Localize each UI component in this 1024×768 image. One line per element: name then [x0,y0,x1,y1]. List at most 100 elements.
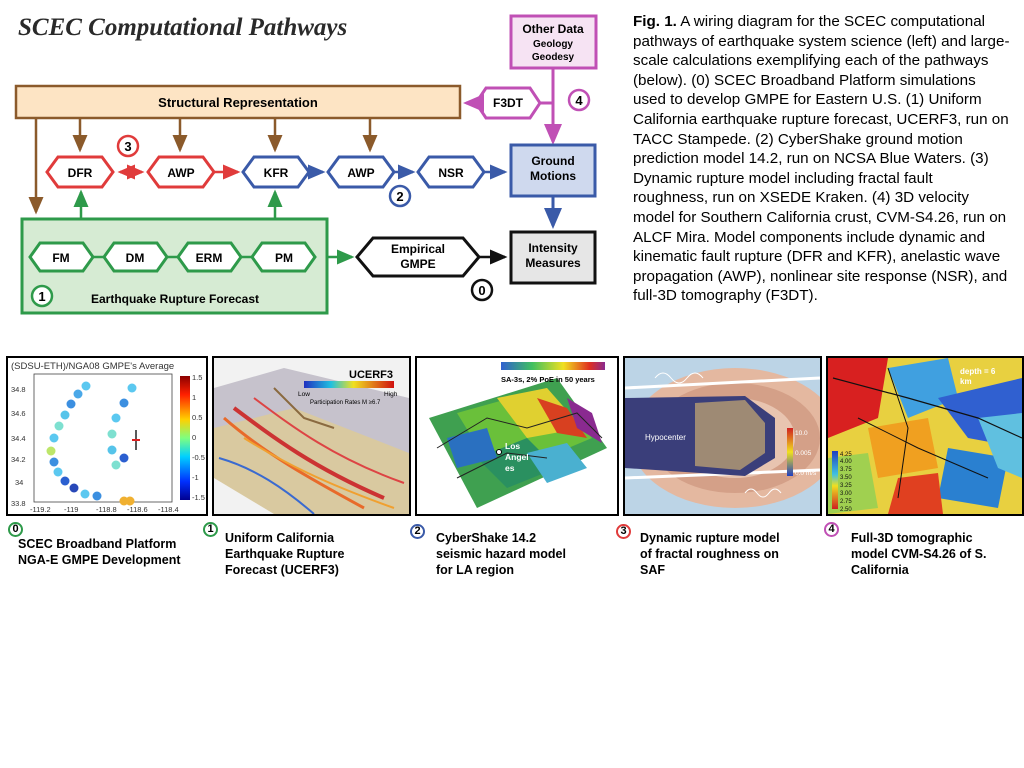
ucerf3-title: UCERF3 [349,369,393,381]
svg-text:PM: PM [275,251,293,265]
node-nsr: NSR [416,155,486,189]
badge-0: 0 [470,278,494,302]
svg-text:3.75: 3.75 [840,467,852,473]
erf-node-dm: DM [102,241,169,273]
panel-label-3: Dynamic rupture model of fractal roughne… [640,531,780,577]
panel-badge-2: 2 [410,524,425,539]
wiring-diagram: Other Data Geology Geodesy F3DT Structur… [14,14,598,315]
depth-label-line1: depth = 6 [960,367,996,376]
panel-cybershake-map: SA-3s, 2% PoE in 50 years Los Angel es [415,356,619,516]
other-data-geology: Geology [533,39,573,50]
svg-text:33.8: 33.8 [11,499,26,508]
svg-text:ERM: ERM [196,251,223,265]
svg-text:KFR: KFR [264,166,289,180]
intensity-measures-box: Intensity Measures [509,230,597,285]
svg-text:DM: DM [126,251,145,265]
badge-3: 3 [116,134,140,158]
node-awp-red: AWP [146,155,216,189]
svg-text:FM: FM [52,251,69,265]
structural-representation-box: Structural Representation [14,84,462,120]
svg-text:Ground: Ground [531,154,574,168]
panel-label-1: Uniform California Earthquake Rupture Fo… [225,531,345,577]
erf-node-pm: PM [250,241,317,273]
svg-text:-0.5: -0.5 [192,453,205,462]
panel-badge-0: 0 [8,522,23,537]
svg-text:34.4: 34.4 [11,434,26,443]
svg-text:-118.6: -118.6 [127,505,148,514]
tomography-colorbar [832,451,838,509]
svg-text:GMPE: GMPE [400,257,435,271]
node-kfr: KFR [241,155,311,189]
ucerf3-legend-bar [304,381,394,388]
svg-text:0.005: 0.005 [795,450,812,457]
svg-text:DFR: DFR [68,166,93,180]
panel-label-0: SCEC Broadband Platform NGA-E GMPE Devel… [18,537,181,567]
empirical-gmpe-node: Empirical GMPE [355,236,481,278]
svg-text:3: 3 [124,139,131,154]
svg-text:Angel: Angel [505,452,529,462]
badge-4: 4 [567,88,591,112]
cybershake-colorbar [501,362,605,370]
gmpe-yticks: 34.8 34.6 34.4 34.2 34 33.8 [11,385,26,508]
svg-text:AWP: AWP [167,166,194,180]
rupture-colorbar [787,428,793,476]
svg-text:0.0 m/s: 0.0 m/s [795,470,817,477]
svg-text:1: 1 [38,289,45,304]
ucerf3-legend-low: Low [298,391,310,398]
svg-text:34.6: 34.6 [11,409,26,418]
svg-text:-119: -119 [64,505,78,514]
svg-text:3.50: 3.50 [840,475,852,481]
other-data-geodesy: Geodesy [532,52,575,63]
panel-badge-3: 3 [616,524,631,539]
other-data-title: Other Data [522,22,584,36]
node-dfr: DFR [45,155,115,189]
tomography-colorbar-ticks: 4.25 4.00 3.75 3.50 3.25 3.00 2.75 2.50 [840,452,852,513]
erf-node-fm: FM [28,241,95,273]
svg-text:Measures: Measures [525,256,581,270]
svg-text:-119.2: -119.2 [30,505,51,514]
svg-text:4.25: 4.25 [840,452,852,458]
svg-text:4.00: 4.00 [840,459,852,465]
svg-text:0: 0 [192,433,196,442]
svg-text:Los: Los [505,441,520,451]
badge-2: 2 [388,184,412,208]
svg-text:Intensity: Intensity [528,241,578,255]
gmpe-scatter-points [46,381,137,506]
ucerf3-legend-high: High [384,391,398,398]
ground-motions-box: Ground Motions [509,143,597,198]
svg-text:0: 0 [478,283,485,298]
caption-fig-label: Fig. 1. [633,13,677,30]
gmpe-fault-marker [132,430,140,450]
gmpe-colorbar-ticks: 1.5 1 0.5 0 -0.5 -1 -1.5 [192,373,205,502]
badge-1: 1 [30,284,54,308]
figure-caption: Fig. 1. A wiring diagram for the SCEC co… [633,12,1011,306]
svg-text:3.25: 3.25 [840,483,852,489]
panel-badge-1: 1 [203,522,218,537]
rupture-colorbar-ticks: 10.0 0.005 0.0 m/s [795,430,817,477]
svg-text:3.00: 3.00 [840,491,852,497]
svg-text:-118.8: -118.8 [96,505,117,514]
los-angeles-label: Los Angel es [505,441,529,473]
svg-text:Motions: Motions [530,169,576,183]
svg-text:-1: -1 [192,473,199,482]
svg-text:2.75: 2.75 [840,499,852,505]
f3dt-node: F3DT [474,86,542,120]
svg-text:-1.5: -1.5 [192,493,205,502]
panel-ucerf3-map: UCERF3 Low High Participation Rates M ≥6… [212,356,411,516]
hypocenter-label: Hypocenter [645,433,686,442]
svg-text:AWP: AWP [347,166,374,180]
svg-text:34: 34 [15,478,23,487]
caption-text: A wiring diagram for the SCEC computatio… [633,13,1010,305]
los-angeles-marker [496,449,502,455]
panel-tomography-map: depth = 6 km 4.25 4.00 3.75 3.50 3.25 3.… [826,356,1024,516]
svg-text:Empirical: Empirical [391,242,445,256]
svg-text:2: 2 [396,189,403,204]
gmpe-plot-title: (SDSU-ETH)/NGA08 GMPE's Average [11,361,174,372]
structural-arrows [28,118,378,215]
svg-text:Earthquake Rupture Forecast: Earthquake Rupture Forecast [91,292,259,306]
gmpe-xticks: -119.2 -119 -118.8 -118.6 -118.4 [30,505,179,514]
depth-label-line2: km [960,377,972,386]
ucerf3-legend-caption: Participation Rates M ≥6.7 [310,400,381,406]
panel-label-2: CyberShake 14.2 seismic hazard model for… [436,531,566,577]
svg-text:4: 4 [575,93,583,108]
